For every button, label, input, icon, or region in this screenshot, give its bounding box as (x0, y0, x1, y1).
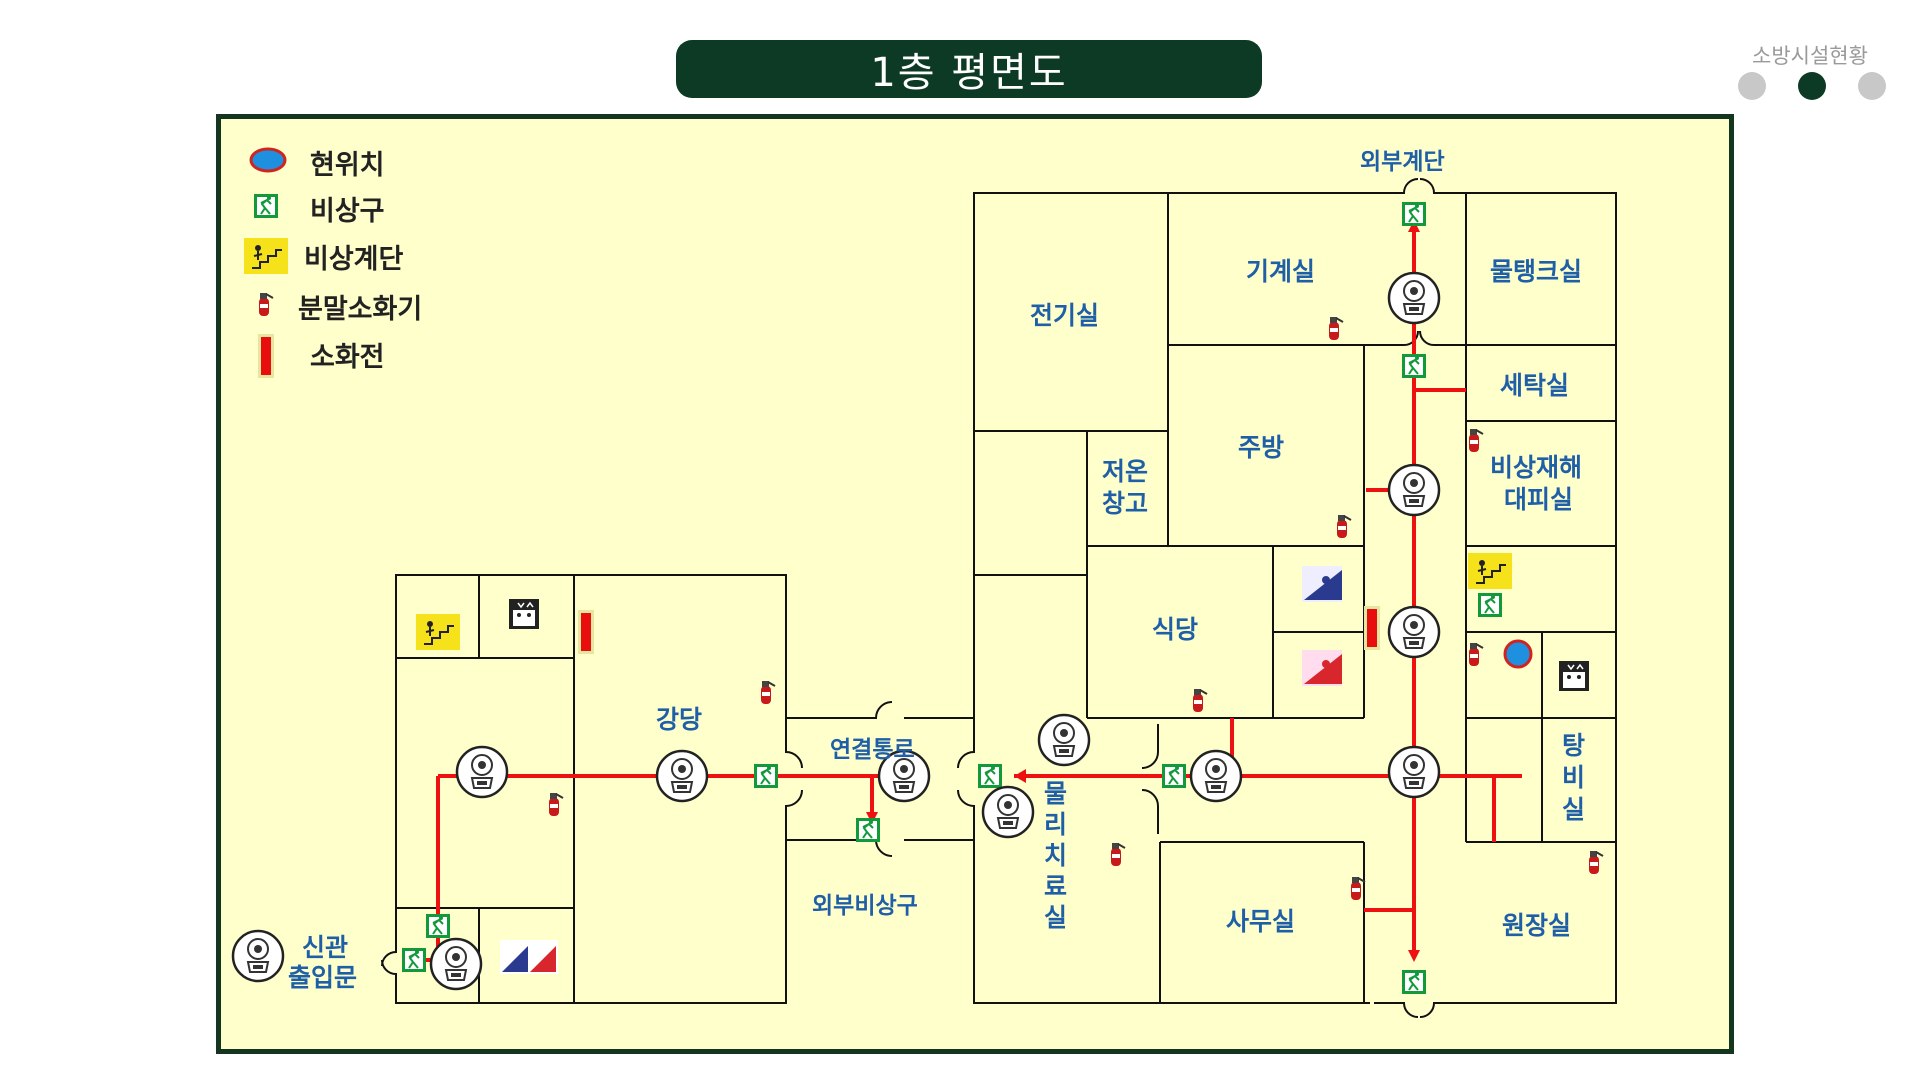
legend-label: 현위치 (310, 149, 385, 181)
page-indicator (1738, 72, 1886, 100)
legend-label: 비상구 (310, 195, 385, 227)
legend-label: 비상계단 (304, 243, 404, 275)
legend-item-extinguisher: 분말소화기 (244, 288, 504, 325)
page-dot-2[interactable] (1798, 72, 1826, 100)
legend-item-stairs: 비상계단 (244, 238, 504, 275)
page-dot-1[interactable] (1738, 72, 1766, 100)
page-dot-3[interactable] (1858, 72, 1886, 100)
legend-item-exit: 비상구 (244, 190, 504, 227)
legend-item-hydrant: 소화전 (244, 336, 504, 373)
section-label: 소방시설현황 (1752, 44, 1868, 68)
page-title: 1층 평면도 (676, 40, 1262, 98)
legend-label: 소화전 (310, 341, 385, 373)
legend-item-current: 현위치 (244, 144, 504, 181)
legend-label: 분말소화기 (298, 293, 423, 325)
